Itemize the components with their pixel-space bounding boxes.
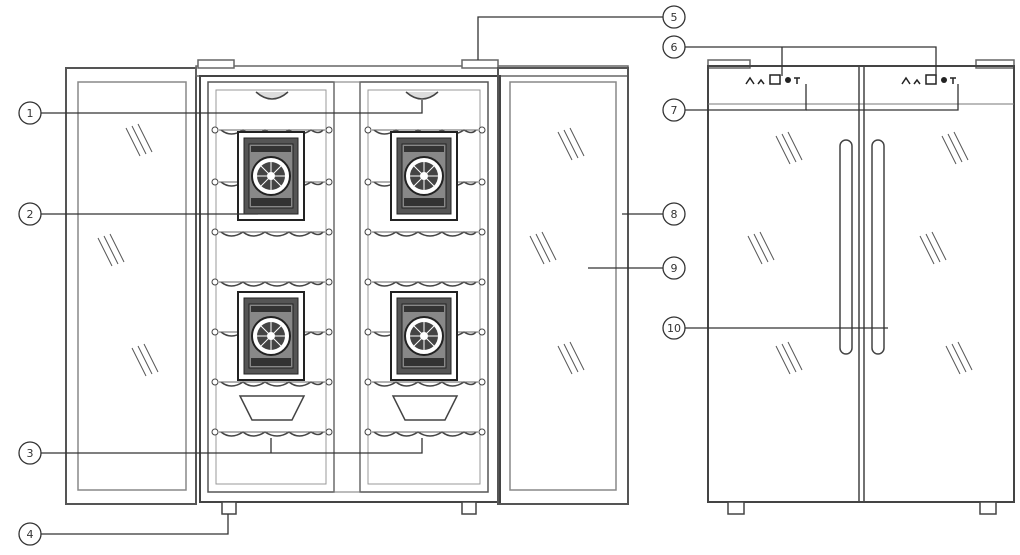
callout-circle [662,256,686,280]
callout-circle [662,5,686,29]
foot-right [461,501,477,515]
callout-4: 4 [18,522,42,546]
callout-label: 8 [671,208,678,221]
open-cabinet-view [65,59,629,515]
callout-label: 9 [671,262,678,275]
callout-circle [18,522,42,546]
right-door-frame [497,67,629,505]
callout-1: 1 [18,101,42,125]
callout-label: 4 [27,528,34,541]
callout-10: 10 [662,316,686,340]
callout-label: 3 [27,447,34,460]
foot-left [221,501,237,515]
door-handle-left [839,139,853,355]
callout-circle [662,98,686,122]
callout-label: 1 [27,107,34,120]
callout-label: 6 [671,41,678,54]
callout-circle [662,35,686,59]
closed-cabinet-body [707,65,1015,503]
callout-3: 3 [18,441,42,465]
fan-unit-bottom-right [390,291,458,381]
cabinet-body [199,75,501,503]
callout-circle [662,202,686,226]
left-door-frame [65,67,197,505]
left-door-glass [77,81,187,491]
callout-label: 7 [671,104,678,117]
callout-7: 7 [662,98,686,122]
callout-label: 10 [667,322,681,335]
fan-unit-top-right [390,131,458,221]
control-panel-right [901,74,957,85]
callout-5: 5 [662,5,686,29]
interior-light-left [255,91,289,100]
callout-circle [18,441,42,465]
callout-label: 5 [671,11,678,24]
door-handle-right [871,139,885,355]
callout-label: 2 [27,208,34,221]
callout-8: 8 [662,202,686,226]
right-door-glass [509,81,617,491]
callout-9: 9 [662,256,686,280]
interior-light-right [405,91,439,100]
leader-lines [41,16,959,535]
callout-6: 6 [662,35,686,59]
closed-cabinet-view [707,59,1015,515]
callout-circle [18,101,42,125]
callout-circle [662,316,686,340]
callout-2: 2 [18,202,42,226]
callout-circle [18,202,42,226]
callout-markers: 1 2 3 4 5 6 7 8 9 10 [18,5,686,546]
fan-unit-bottom-left [237,291,305,381]
control-panel-left [745,74,801,85]
fan-unit-top-left [237,131,305,221]
